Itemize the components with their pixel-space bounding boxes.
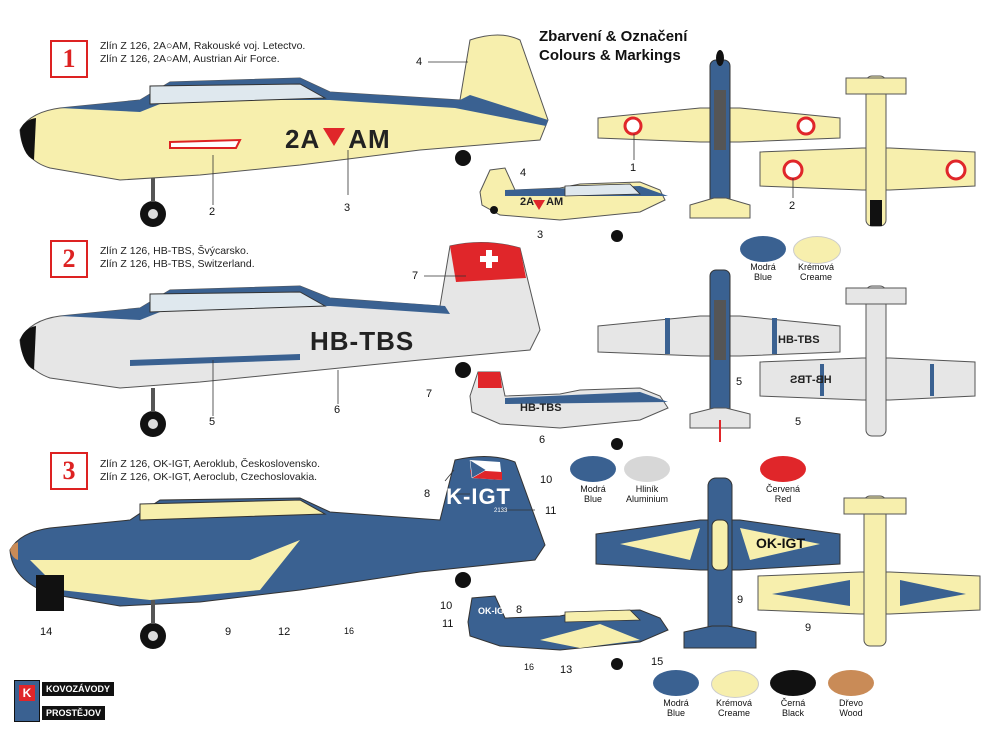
s3-callout-10b: 10: [440, 600, 453, 612]
s2-bottom-view: [759, 285, 976, 437]
s2-callout-6: 6: [334, 404, 341, 416]
s3-callout-11b: 11: [442, 618, 454, 630]
s1-top-view: [597, 50, 841, 219]
s3-top-view: [595, 477, 841, 649]
s3-callout-8: 8: [424, 488, 431, 500]
s3-callout-13: 13: [560, 664, 573, 676]
s3-swatch-blue: [653, 670, 699, 696]
s3-callout-9c: 9: [805, 622, 812, 634]
s2-callout-5c: 5: [795, 416, 802, 428]
s3-top-registration: OK-IGT: [756, 535, 805, 551]
s3-swatch-cream: [711, 670, 759, 698]
s3-callout-10: 10: [540, 474, 553, 486]
s2-swatch-blue: [570, 456, 616, 482]
s1-small-side-view: [479, 167, 668, 242]
s2-callout-7b: 7: [426, 388, 433, 400]
s2-small-side-view: [469, 371, 669, 450]
s1-callout-2: 2: [209, 206, 216, 218]
s1-bottom-view: [759, 75, 976, 227]
scheme-3-line-en: Zlín Z 126, OK-IGT, Aeroclub, Czechoslov…: [100, 471, 318, 483]
s1-swatch-cream: [793, 236, 841, 264]
s3-swatch-black: [770, 670, 816, 696]
s1-callout-3b: 3: [537, 229, 544, 241]
logo-bottom-text: PROSTĚJOV: [42, 706, 106, 720]
header-title-en: Colours & Markings: [539, 47, 681, 64]
s3-callout-9: 9: [225, 626, 232, 638]
s1-callout-3: 3: [344, 202, 351, 214]
s1-callout-4: 4: [416, 56, 423, 68]
s3-swatch-wood: [828, 670, 874, 696]
s2-top-registration: HB-TBS: [778, 334, 820, 346]
s2-side-view: [19, 241, 541, 437]
s2-callout-6b: 6: [539, 434, 546, 446]
s2-callout-5b: 5: [736, 376, 743, 388]
s1-callout-2b: 2: [789, 200, 796, 212]
s3-callout-9b: 9: [737, 594, 744, 606]
s3-callout-14: 14: [40, 626, 53, 638]
s3-callout-15: 15: [651, 656, 664, 668]
scheme-3-line-cz: Zlín Z 126, OK-IGT, Aeroklub, Českoslove…: [100, 458, 321, 470]
s3-callout-8b: 8: [516, 604, 523, 616]
s3-registration: OK-IGT: [428, 484, 511, 509]
s2-swatch-red: [760, 456, 806, 482]
s3-callout-11: 11: [545, 505, 557, 517]
s1-callout-1: 1: [630, 162, 637, 174]
s3-bottom-view: [757, 495, 981, 647]
s3-side-view: [9, 456, 546, 649]
s1-swatch-blue: [740, 236, 786, 262]
scheme-1-badge: 1: [50, 40, 88, 78]
s3-small-side-view: [467, 595, 669, 670]
s3-callout-16: 16: [344, 626, 355, 636]
scheme-3-badge: 3: [50, 452, 88, 490]
s3-small-registration: OK-IGT: [478, 606, 510, 616]
s1-callout-4b: 4: [520, 167, 527, 179]
s2-callout-5: 5: [209, 416, 216, 428]
scheme-2-line-cz: Zlín Z 126, HB-TBS, Švýcarsko.: [100, 245, 249, 257]
s2-small-registration: HB-TBS: [520, 402, 562, 414]
scheme-2-line-en: Zlín Z 126, HB-TBS, Switzerland.: [100, 258, 255, 270]
header-title-cz: Zbarvení & Označení: [539, 28, 688, 45]
s1-side-view: [19, 34, 549, 227]
s2-callout-7: 7: [412, 270, 419, 282]
s3-small-code: 2133: [494, 508, 508, 514]
s3-callout-16b: 16: [524, 662, 535, 672]
s3-callout-12: 12: [278, 626, 291, 638]
scheme-1-line-en: Zlín Z 126, 2A○AM, Austrian Air Force.: [100, 53, 280, 65]
s2-registration: HB-TBS: [310, 326, 415, 356]
leader-lines: [212, 61, 794, 511]
scheme-1-line-cz: Zlín Z 126, 2A○AM, Rakouské voj. Letectv…: [100, 40, 306, 52]
s2-bottom-registration: HB-TBS: [790, 374, 832, 386]
logo-top-text: KOVOZÁVODY: [42, 682, 115, 696]
kovozavody-logo-mark: K: [14, 680, 40, 722]
scheme-2-badge: 2: [50, 240, 88, 278]
s2-swatch-aluminium: [624, 456, 670, 482]
s2-top-view: [597, 269, 841, 442]
